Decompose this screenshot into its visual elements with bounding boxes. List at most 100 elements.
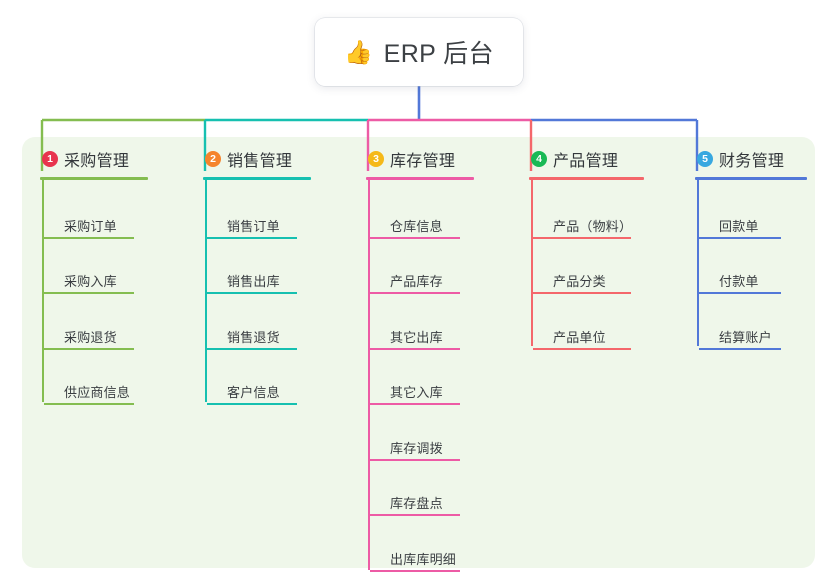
branch-stem <box>368 180 370 570</box>
branch-stem <box>205 180 207 402</box>
branch-item-label: 其它出库 <box>390 329 443 345</box>
branch-item-rule <box>533 347 631 350</box>
branch-item-rule <box>207 292 297 294</box>
branch-item-label: 付款单 <box>719 274 759 289</box>
branch-number-badge: 4 <box>531 151 547 167</box>
branch-item[interactable]: 产品单位 <box>531 294 644 350</box>
branch-item[interactable]: 销售出库 <box>205 239 311 294</box>
branch-item[interactable]: 采购入库 <box>42 239 148 294</box>
branch-item[interactable]: 采购退货 <box>42 294 148 350</box>
branch-header-3[interactable]: 3 库存管理 <box>366 147 474 171</box>
branch-items: 仓库信息产品库存其它出库其它入库库存调拨库存盘点出库库明细 <box>366 180 474 572</box>
branch-item[interactable]: 销售订单 <box>205 180 311 239</box>
branch-item-rule <box>699 292 781 294</box>
branch-column-2: 2 销售管理销售订单销售出库销售退货客户信息 <box>203 147 311 405</box>
branch-item[interactable]: 供应商信息 <box>42 350 148 405</box>
branch-stem <box>531 180 533 346</box>
branch-header-rule <box>529 177 644 180</box>
branch-item[interactable]: 结算账户 <box>697 294 807 350</box>
branch-item-label: 销售退货 <box>227 329 280 345</box>
branch-item-label: 库存盘点 <box>390 496 443 511</box>
branch-title: 销售管理 <box>227 153 293 170</box>
branch-item-label: 采购退货 <box>64 329 117 345</box>
branch-header-rule <box>40 177 148 180</box>
branch-item-label: 回款单 <box>719 218 759 234</box>
branch-item-rule <box>207 236 297 239</box>
root-title: ERP 后台 <box>383 40 494 68</box>
branch-item-rule <box>533 236 631 239</box>
branch-item-rule <box>699 236 781 239</box>
branch-item-label: 采购入库 <box>64 274 117 289</box>
branch-item[interactable]: 销售退货 <box>205 294 311 350</box>
branch-item-rule <box>370 569 460 572</box>
branch-item[interactable]: 其它出库 <box>368 294 474 350</box>
branch-item-rule <box>370 292 460 294</box>
branch-header-4[interactable]: 4 产品管理 <box>529 147 644 171</box>
branch-number-badge: 1 <box>42 151 58 167</box>
branch-item[interactable]: 付款单 <box>697 239 807 294</box>
branch-item[interactable]: 库存调拨 <box>368 405 474 461</box>
branch-item-label: 库存调拨 <box>390 440 443 456</box>
branch-title: 产品管理 <box>553 153 619 170</box>
branch-item-label: 产品单位 <box>553 329 606 345</box>
branch-stem <box>697 180 699 346</box>
branch-item-label: 产品分类 <box>553 274 606 289</box>
branch-item-rule <box>44 236 134 239</box>
branch-item-label: 销售订单 <box>227 218 280 234</box>
branch-items: 回款单付款单结算账户 <box>695 180 807 350</box>
branch-item-rule <box>370 514 460 516</box>
branch-header-rule <box>366 177 474 180</box>
branch-title: 采购管理 <box>64 153 130 170</box>
branch-number-badge: 3 <box>368 151 384 167</box>
branch-item-rule <box>44 347 134 350</box>
branch-item-label: 采购订单 <box>64 218 117 234</box>
branch-item-rule <box>44 403 134 405</box>
branch-item-label: 仓库信息 <box>390 218 443 234</box>
root-node[interactable]: 👍 ERP 后台 <box>315 18 523 86</box>
branch-item-rule <box>370 347 460 350</box>
branch-item-rule <box>207 403 297 405</box>
branch-header-rule <box>695 177 807 180</box>
branch-item-label: 结算账户 <box>719 329 772 345</box>
branch-item[interactable]: 产品分类 <box>531 239 644 294</box>
branch-item[interactable]: 回款单 <box>697 180 807 239</box>
branch-item-rule <box>699 347 781 350</box>
branch-item-rule <box>370 403 460 405</box>
branch-item-rule <box>370 236 460 239</box>
branch-item[interactable]: 出库库明细 <box>368 516 474 572</box>
branch-title: 库存管理 <box>390 153 456 170</box>
branch-item-label: 产品（物料） <box>553 218 633 234</box>
branch-item-label: 客户信息 <box>227 385 280 400</box>
thumbs-up-icon: 👍 <box>344 38 373 65</box>
branch-items: 销售订单销售出库销售退货客户信息 <box>203 180 311 405</box>
branch-item[interactable]: 采购订单 <box>42 180 148 239</box>
branch-stem <box>42 180 44 402</box>
branch-item[interactable]: 仓库信息 <box>368 180 474 239</box>
branch-item[interactable]: 其它入库 <box>368 350 474 405</box>
branch-item-label: 供应商信息 <box>64 385 131 400</box>
branch-item[interactable]: 产品（物料） <box>531 180 644 239</box>
branch-item[interactable]: 客户信息 <box>205 350 311 405</box>
branch-item-rule <box>44 292 134 294</box>
branch-column-3: 3 库存管理仓库信息产品库存其它出库其它入库库存调拨库存盘点出库库明细 <box>366 147 474 572</box>
branch-column-1: 1 采购管理采购订单采购入库采购退货供应商信息 <box>40 147 148 405</box>
branch-column-4: 4 产品管理产品（物料） 产品分类产品单位 <box>529 147 644 350</box>
branch-header-2[interactable]: 2 销售管理 <box>203 147 311 171</box>
branch-header-rule <box>203 177 311 180</box>
branch-title: 财务管理 <box>719 153 785 170</box>
branch-item-label: 销售出库 <box>227 274 280 289</box>
branch-header-1[interactable]: 1 采购管理 <box>40 147 148 171</box>
branch-item-label: 出库库明细 <box>390 551 457 567</box>
branch-item-label: 产品库存 <box>390 274 443 289</box>
branch-items: 采购订单采购入库采购退货供应商信息 <box>40 180 148 405</box>
branch-number-badge: 2 <box>205 151 221 167</box>
branch-item[interactable]: 产品库存 <box>368 239 474 294</box>
branch-item[interactable]: 库存盘点 <box>368 461 474 516</box>
branch-items: 产品（物料） 产品分类产品单位 <box>529 180 644 350</box>
branch-item-label: 其它入库 <box>390 385 443 400</box>
branch-item-rule <box>370 458 460 461</box>
branches-panel <box>22 137 815 568</box>
